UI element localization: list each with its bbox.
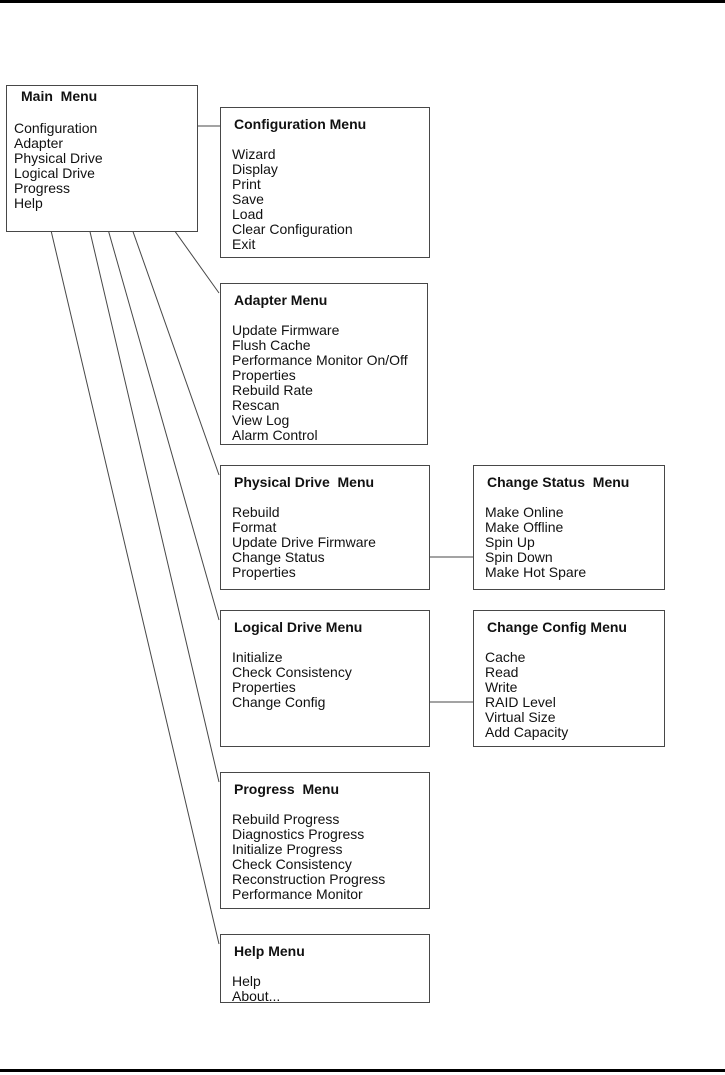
main-menu-items: Configuration Adapter Physical Drive Log… xyxy=(14,121,197,211)
physical-drive-menu-box: Physical Drive Menu Rebuild Format Updat… xyxy=(220,465,430,590)
change-status-menu-item-make-offline: Make Offline xyxy=(485,519,564,535)
change-status-menu-item-make-online: Make Online xyxy=(485,504,564,520)
main-menu-item-physical-drive: Physical Drive xyxy=(14,150,103,166)
main-menu-item-help: Help xyxy=(14,195,43,211)
change-config-menu-item-write: Write xyxy=(485,679,518,695)
change-config-menu-item-virtual-size: Virtual Size xyxy=(485,709,556,725)
progress-menu-item-initialize-progress: Initialize Progress xyxy=(232,841,343,857)
configuration-menu-items: Wizard Display Print Save Load Clear Con… xyxy=(232,147,429,252)
progress-menu-item-rebuild-progress: Rebuild Progress xyxy=(232,811,340,827)
configuration-menu-item-exit: Exit xyxy=(232,236,256,252)
physical-drive-menu-items: Rebuild Format Update Drive Firmware Cha… xyxy=(232,505,429,580)
change-status-menu-title: Change Status Menu xyxy=(487,474,630,490)
change-status-menu-box: Change Status Menu Make Online Make Offl… xyxy=(473,465,665,590)
change-status-menu-item-spin-up: Spin Up xyxy=(485,534,535,550)
logical-drive-menu-item-initialize: Initialize xyxy=(232,649,283,665)
change-config-menu-title: Change Config Menu xyxy=(487,619,627,635)
main-menu-item-configuration: Configuration xyxy=(14,120,98,136)
main-menu-item-logical-drive: Logical Drive xyxy=(14,165,95,181)
logical-drive-menu-title: Logical Drive Menu xyxy=(234,619,363,635)
change-status-menu-items: Make Online Make Offline Spin Up Spin Do… xyxy=(485,505,664,580)
configuration-menu-item-load: Load xyxy=(232,206,264,222)
physical-drive-menu-item-format: Format xyxy=(232,519,277,535)
progress-menu-item-diagnostics-progress: Diagnostics Progress xyxy=(232,826,365,842)
main-menu-item-adapter: Adapter xyxy=(14,135,64,151)
adapter-menu-item-update-firmware: Update Firmware xyxy=(232,322,340,338)
connector-progress-line xyxy=(79,188,220,783)
physical-drive-menu-item-properties: Properties xyxy=(232,564,296,580)
help-menu-items: Help About... xyxy=(232,974,429,1004)
configuration-menu-item-display: Display xyxy=(232,161,278,177)
adapter-menu-item-alarm-control: Alarm Control xyxy=(232,427,318,443)
physical-drive-menu-item-rebuild: Rebuild xyxy=(232,504,280,520)
configuration-menu-box: Configuration Menu Wizard Display Print … xyxy=(220,107,430,258)
change-config-menu-item-read: Read xyxy=(485,664,519,680)
change-config-menu-box: Change Config Menu Cache Read Write RAID… xyxy=(473,610,665,747)
change-config-menu-item-cache: Cache xyxy=(485,649,526,665)
connector-help-line xyxy=(44,204,220,945)
adapter-menu-items: Update Firmware Flush Cache Performance … xyxy=(232,323,427,443)
main-menu-item-progress: Progress xyxy=(14,180,71,196)
logical-drive-menu-item-properties: Properties xyxy=(232,679,296,695)
progress-menu-title: Progress Menu xyxy=(234,781,340,797)
physical-drive-menu-item-update-drive-firmware: Update Drive Firmware xyxy=(232,534,376,550)
progress-menu-item-reconstruction-progress: Reconstruction Progress xyxy=(232,871,386,887)
change-status-menu-item-make-hot-spare: Make Hot Spare xyxy=(485,564,587,580)
help-menu-item-about: About... xyxy=(232,988,281,1004)
adapter-menu-item-rescan: Rescan xyxy=(232,397,280,413)
main-menu-box: Main Menu Configuration Adapter Physical… xyxy=(6,85,198,232)
page-top-rule xyxy=(0,0,725,3)
logical-drive-menu-item-check-consistency: Check Consistency xyxy=(232,664,352,680)
connector-logical-drive-line xyxy=(91,172,220,621)
configuration-menu-title: Configuration Menu xyxy=(234,116,367,132)
logical-drive-menu-items: Initialize Check Consistency Properties … xyxy=(232,650,429,710)
progress-menu-items: Rebuild Progress Diagnostics Progress In… xyxy=(232,812,429,902)
adapter-menu-title: Adapter Menu xyxy=(234,292,328,308)
help-menu-box: Help Menu Help About... xyxy=(220,934,430,1004)
adapter-menu-box: Adapter Menu Update Firmware Flush Cache… xyxy=(220,283,428,445)
configuration-menu-item-save: Save xyxy=(232,191,264,207)
help-menu-item-help: Help xyxy=(232,973,261,989)
adapter-menu-item-performance-monitor: Performance Monitor On/Off xyxy=(232,352,408,368)
progress-menu-item-performance-monitor: Performance Monitor xyxy=(232,886,363,902)
adapter-menu-item-rebuild-rate: Rebuild Rate xyxy=(232,382,313,398)
change-config-menu-item-add-capacity: Add Capacity xyxy=(485,724,569,740)
configuration-menu-item-print: Print xyxy=(232,176,261,192)
change-config-menu-item-raid-level: RAID Level xyxy=(485,694,556,710)
page-bottom-rule xyxy=(0,1069,725,1072)
change-config-menu-items: Cache Read Write RAID Level Virtual Size… xyxy=(485,650,664,740)
change-status-menu-item-spin-down: Spin Down xyxy=(485,549,553,565)
adapter-menu-item-flush-cache: Flush Cache xyxy=(232,337,311,353)
configuration-menu-item-wizard: Wizard xyxy=(232,146,276,162)
logical-drive-menu-box: Logical Drive Menu Initialize Check Cons… xyxy=(220,610,430,747)
progress-menu-box: Progress Menu Rebuild Progress Diagnosti… xyxy=(220,772,430,909)
main-menu-title: Main Menu xyxy=(21,88,98,104)
physical-drive-menu-title: Physical Drive Menu xyxy=(234,474,375,490)
logical-drive-menu-item-change-config: Change Config xyxy=(232,694,326,710)
configuration-menu-item-clear-configuration: Clear Configuration xyxy=(232,221,353,237)
help-menu-title: Help Menu xyxy=(234,943,305,959)
physical-drive-menu-item-change-status: Change Status xyxy=(232,549,325,565)
adapter-menu-item-view-log: View Log xyxy=(232,412,290,428)
adapter-menu-item-properties: Properties xyxy=(232,367,296,383)
progress-menu-item-check-consistency: Check Consistency xyxy=(232,856,352,872)
